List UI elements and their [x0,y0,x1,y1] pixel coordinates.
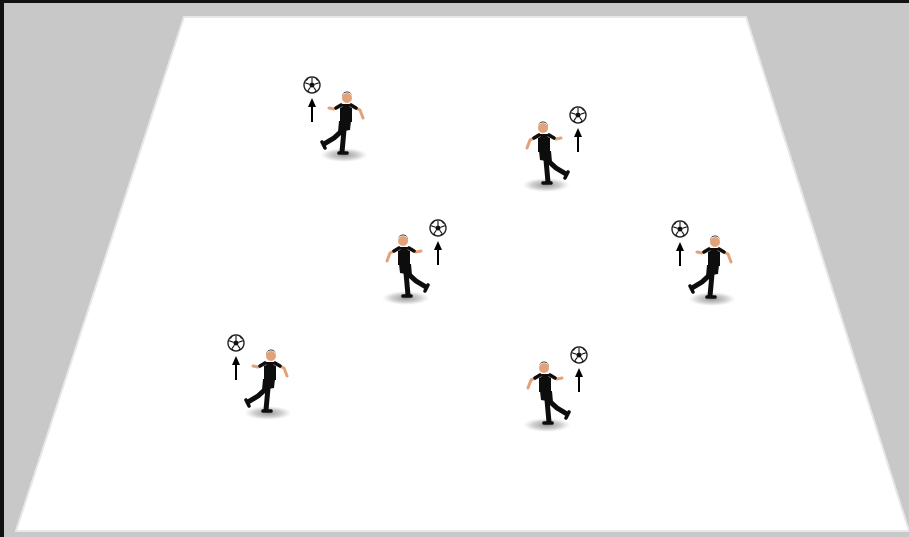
soccer-ball-icon [570,107,586,123]
soccer-ball-icon [571,347,587,363]
drill-board [4,3,909,537]
soccer-ball-icon [430,220,446,236]
soccer-ball-icon [228,335,244,351]
soccer-ball-icon [304,77,320,93]
soccer-ball-icon [672,221,688,237]
